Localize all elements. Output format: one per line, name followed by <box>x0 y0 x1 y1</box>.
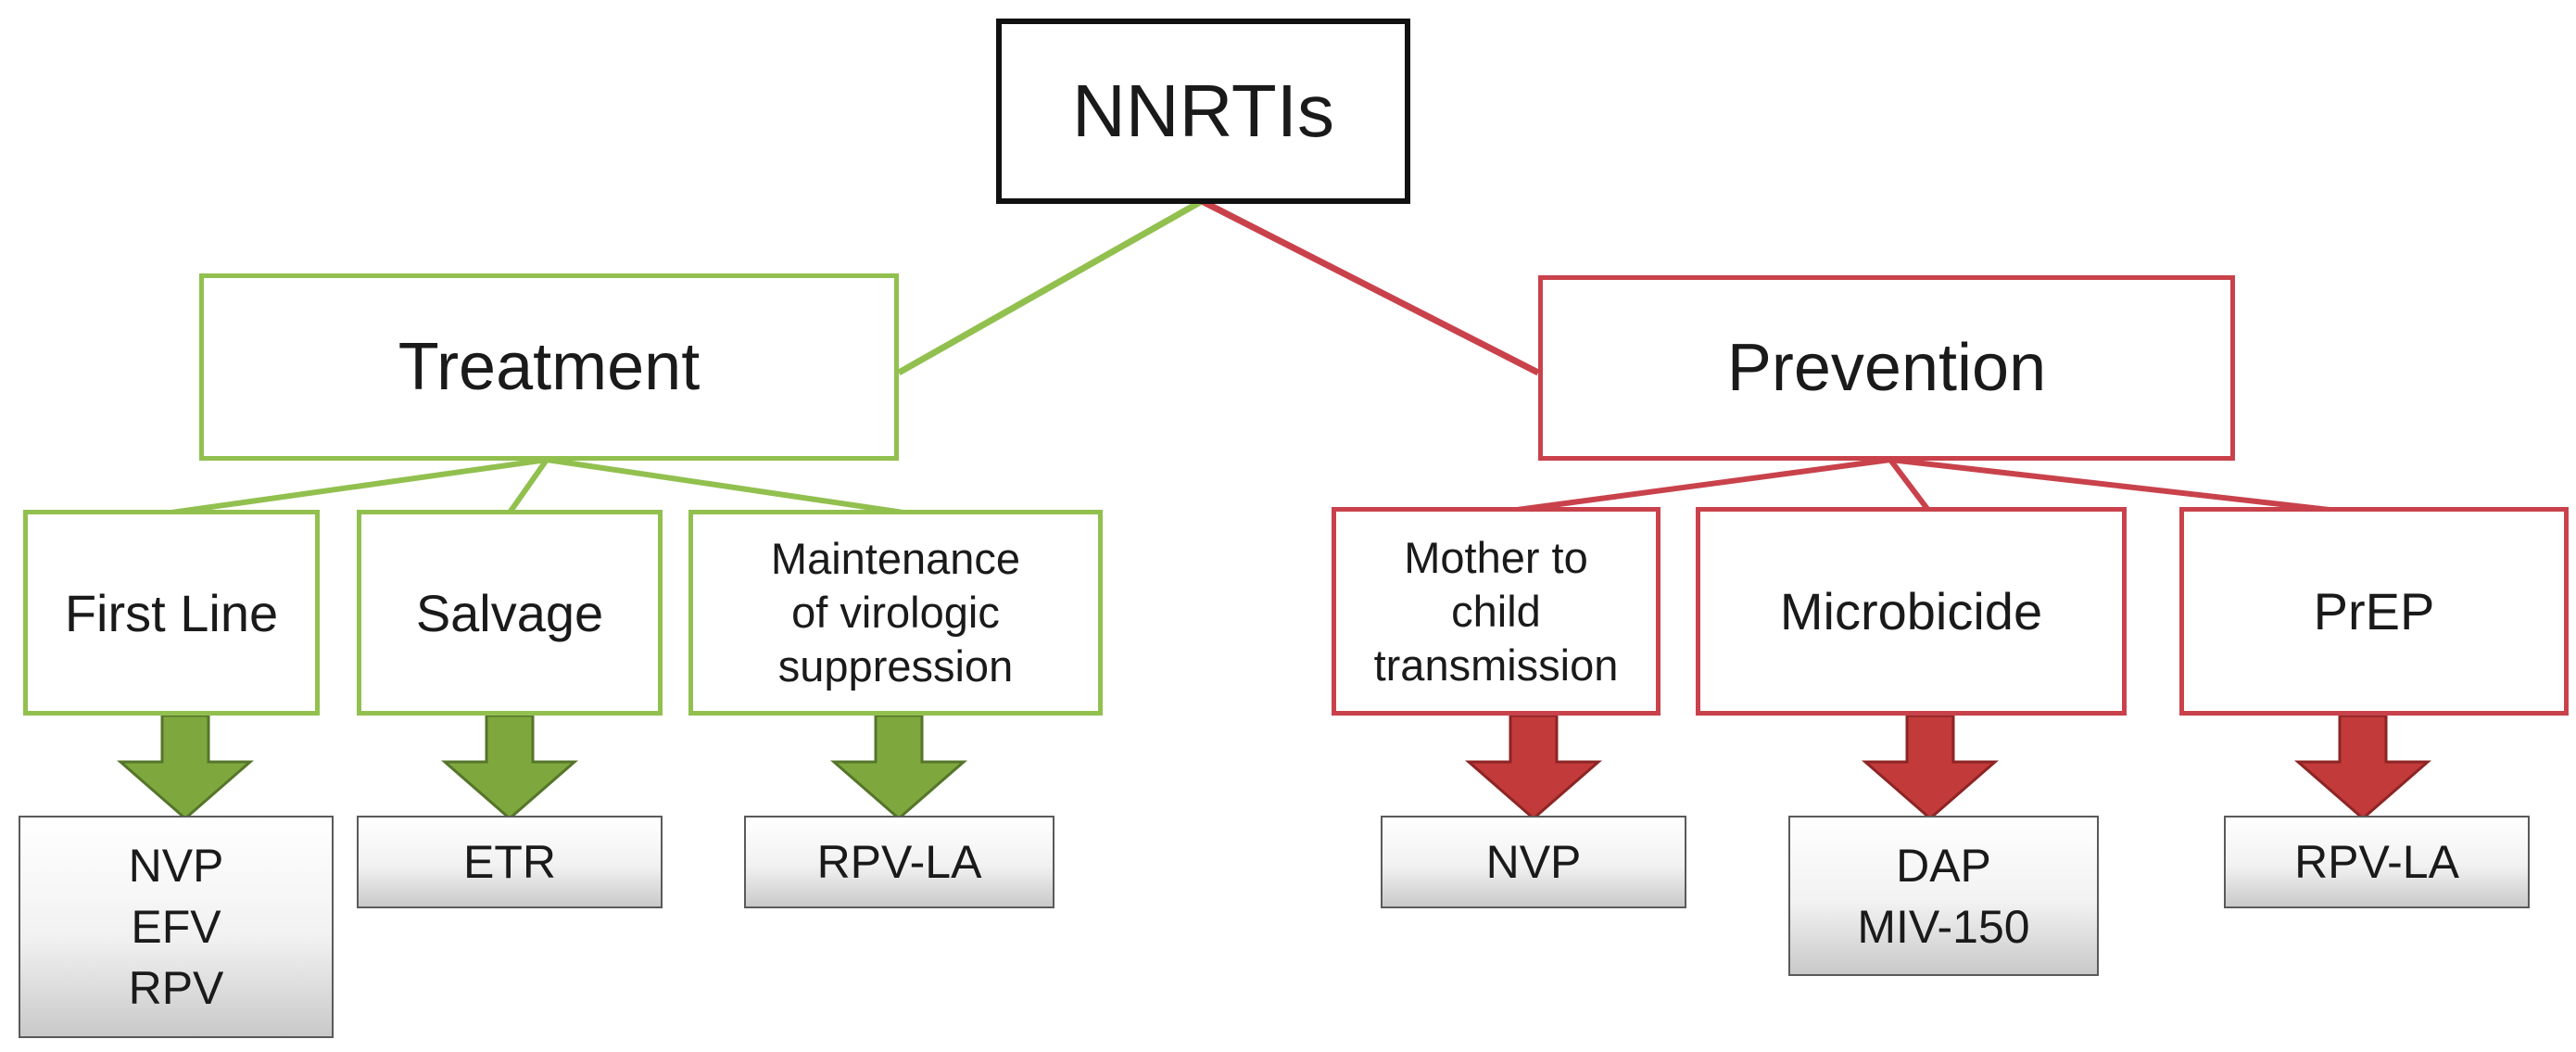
treatment-label: Treatment <box>398 330 701 404</box>
drug-name: NVP <box>128 840 224 892</box>
drug-name: NVP <box>1485 836 1582 888</box>
drug-name: DAP <box>1896 839 1991 892</box>
maintenance-label-line3: suppression <box>777 641 1014 691</box>
link-treatment-salvage <box>507 458 549 514</box>
first-line-label: First Line <box>64 583 279 642</box>
node-prep: PrEP <box>2179 507 2569 716</box>
link-prevention-microbicide <box>1888 458 1933 514</box>
prevention-label: Prevention <box>1726 331 2047 405</box>
drug-box-prep: RPV-LA <box>2224 816 2530 908</box>
link-prevention-mother-to-child <box>1496 457 1891 515</box>
link-prevention-prep <box>1889 457 2355 515</box>
microbicide-label: Microbicide <box>1779 582 2043 640</box>
arrow-salvage <box>440 714 579 820</box>
drug-name: RPV <box>128 962 224 1014</box>
drug-name: MIV-150 <box>1857 900 2030 953</box>
node-mother-to-child: Mother to child transmission <box>1332 507 1661 716</box>
arrow-prep <box>2293 714 2432 820</box>
mother-to-child-label-line1: Mother to <box>1404 532 1588 582</box>
drug-name: ETR <box>463 836 556 888</box>
drug-box-first-line: NVP EFV RPV <box>19 816 334 1038</box>
drug-name: RPV-LA <box>816 836 982 888</box>
arrow-microbicide <box>1861 714 2000 820</box>
arrow-mother-to-child <box>1464 714 1603 820</box>
drug-box-maintenance: RPV-LA <box>744 816 1054 908</box>
branch-treatment: Treatment <box>199 273 899 461</box>
drug-name: EFV <box>131 901 221 953</box>
mother-to-child-label-line2: child <box>1451 586 1541 636</box>
branch-prevention: Prevention <box>1538 275 2235 461</box>
node-maintenance: Maintenance of virologic suppression <box>688 510 1103 716</box>
root-node: NNRTIs <box>996 19 1410 204</box>
link-treatment-first-line <box>170 457 548 515</box>
root-label: NNRTIs <box>1072 70 1334 152</box>
drug-box-microbicide: DAP MIV-150 <box>1788 816 2099 976</box>
node-salvage: Salvage <box>357 510 663 716</box>
salvage-label: Salvage <box>415 583 604 642</box>
drug-box-salvage: ETR <box>357 816 663 908</box>
link-treatment-maintenance <box>546 457 904 515</box>
link-root-prevention <box>1200 197 1540 376</box>
prep-label: PrEP <box>2313 582 2435 640</box>
maintenance-label-line1: Maintenance <box>770 534 1021 583</box>
mother-to-child-label-line3: transmission <box>1373 640 1619 690</box>
arrow-maintenance <box>829 714 968 820</box>
arrow-first-line <box>116 714 255 820</box>
drug-name: RPV-LA <box>2294 836 2459 888</box>
drug-box-mother-to-child: NVP <box>1381 816 1686 908</box>
node-microbicide: Microbicide <box>1696 507 2127 716</box>
maintenance-label-line2: of virologic <box>791 588 1000 637</box>
link-root-treatment <box>897 197 1204 376</box>
node-first-line: First Line <box>23 510 320 716</box>
